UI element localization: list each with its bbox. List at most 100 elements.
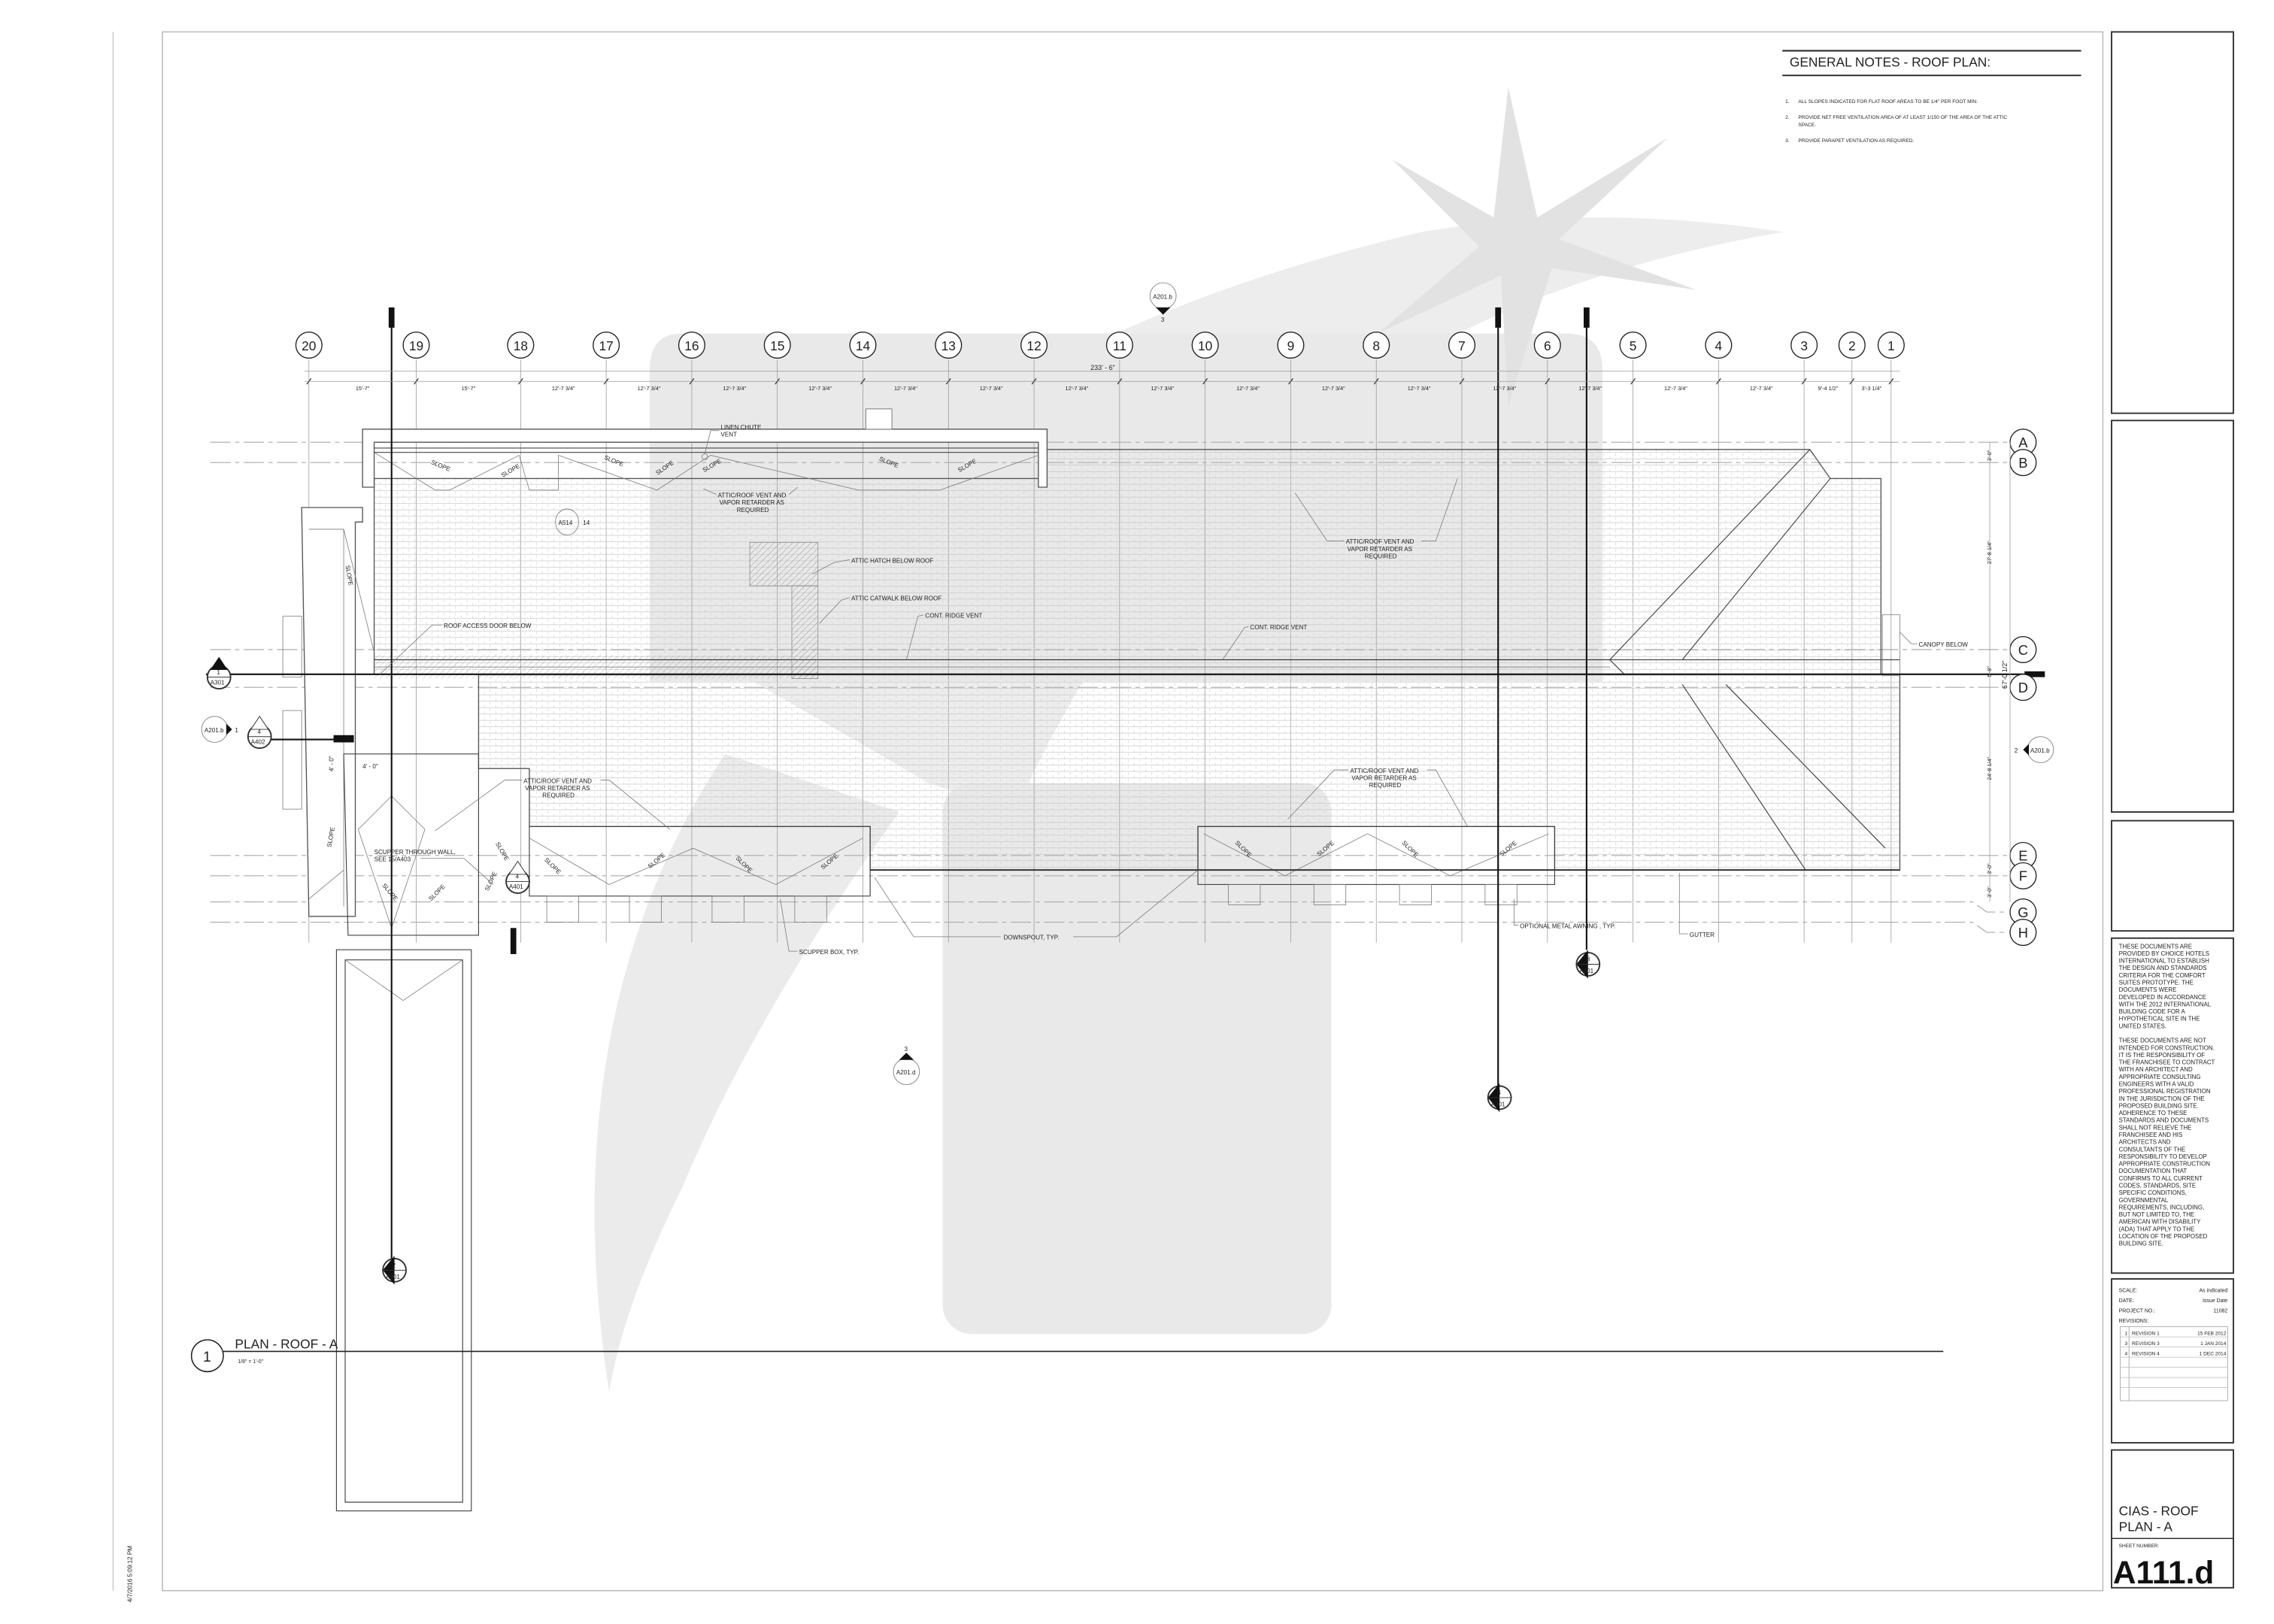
grid-bubble-label: 1 xyxy=(1887,338,1895,353)
attic-hatch xyxy=(749,541,819,586)
num: 1. xyxy=(1785,99,1790,105)
column-dimensions: 15'-7"15'-7"12'-7 3/4"12'-7 3/4"12'-7 3/… xyxy=(305,378,1900,392)
disclaimer-line: SPECIFIC CONDITIONS, xyxy=(2119,1189,2187,1196)
ridge-vent-2: CONT. RIDGE VENT xyxy=(1250,624,1307,631)
row-grid-bubble xyxy=(2009,919,2037,947)
column-dimension: 3'-3 1/4" xyxy=(1861,385,1881,392)
revision-number: 3 xyxy=(2125,1341,2128,1347)
grid-bubble-label: 7 xyxy=(1458,338,1466,353)
grid-bubble-label: 2 xyxy=(1848,338,1856,353)
disclaimer-line: PROVIDED BY CHOICE HOTELS xyxy=(2119,950,2209,957)
disclaimer-line: THE FRANCHISEE TO CONTRACT xyxy=(2119,1059,2215,1066)
row-dimension: 24'-8 1/4" xyxy=(1986,756,1993,780)
scale-value: As indicated xyxy=(2199,1288,2227,1293)
disclaimer-line: DOCUMENTATION THAT xyxy=(2119,1168,2188,1174)
text: PROVIDE NET FREE VENTILATION AREA OF AT … xyxy=(1798,115,2007,120)
grid-bubble-label: 19 xyxy=(409,338,423,353)
column-dimension: 12'-7 3/4" xyxy=(723,385,746,392)
vent-1: ATTIC/ROOF VENT AND xyxy=(718,492,787,499)
linen-chute-2: VENT xyxy=(721,432,738,438)
scupper-wall-1: SCUPPER THROUGH WALL, xyxy=(374,849,456,856)
date-value: Issue Date xyxy=(2203,1298,2227,1304)
column-dimension: 12'-7 3/4" xyxy=(1151,385,1174,392)
view-number: 1 xyxy=(203,1350,211,1365)
vent-2: VAPOR RETARDER AS xyxy=(1351,775,1417,782)
disclaimer-line: THESE DOCUMENTS ARE NOT xyxy=(2119,1038,2206,1044)
column-dimension: 12'-7 3/4" xyxy=(1493,385,1516,392)
row-grid-label: B xyxy=(2018,455,2027,471)
grid-bubble xyxy=(1191,331,1219,359)
row-overall-dimension: 67'-0 1/2" xyxy=(2001,661,2009,689)
elevation-marker-3-A201b[interactable]: A201.b3 xyxy=(1149,282,1177,323)
grid-bubble xyxy=(402,331,430,359)
column-dimension: 12'-7 3/4" xyxy=(1408,385,1431,392)
num: 1 xyxy=(235,727,238,734)
overall-dimension: 233' - 6" xyxy=(1090,364,1114,371)
column-dimension: 12'-7 3/4" xyxy=(1578,385,1602,392)
disclaimer-line: (ADA) THAT APPLY TO THE xyxy=(2119,1226,2195,1232)
grid-bubble xyxy=(1705,331,1733,359)
sheet: A301 xyxy=(386,1274,400,1280)
linen-chute-1: LINEN CHUTE xyxy=(721,424,762,431)
column-dimension: 12'-7 3/4" xyxy=(1322,385,1345,392)
column-dimension: 12'-7 3/4" xyxy=(1066,385,1089,392)
disclaimer-line: THESE DOCUMENTS ARE xyxy=(2119,943,2192,950)
num: 4 xyxy=(1497,1089,1501,1096)
disclaimer-line: APPROPRIATE CONSTRUCTION xyxy=(2119,1161,2211,1168)
disclaimer-line: CODES, STANDARDS, SITE xyxy=(2119,1183,2196,1189)
column-dimension: 12'-7 3/4" xyxy=(552,385,575,392)
grid-bubble-label: 6 xyxy=(1544,338,1551,353)
row-dimensions: 3'-0"27'-8 1/4"5'-8"24'-8 1/4"3'-0"3'-0" xyxy=(1986,442,2011,902)
sheet: A401 xyxy=(509,883,523,890)
disclaimer-line: CONSULTANTS OF THE xyxy=(2119,1146,2186,1153)
dim-4ft: 4' - 0" xyxy=(362,763,378,770)
attic-catwalk: ATTIC CATWALK BELOW ROOF xyxy=(851,595,941,601)
grid-bubble-label: 11 xyxy=(1113,338,1126,353)
grid-bubble xyxy=(1877,331,1905,359)
disclaimer-line: RESPONSIBILITY TO DEVELOP xyxy=(2119,1153,2207,1160)
disclaimer-line: INTERNATIONAL TO ESTABLISH xyxy=(2119,958,2209,965)
elevation-marker-2-A201b[interactable]: A201.b2 xyxy=(2015,736,2054,763)
disclaimer-line: SHALL NOT RELIEVE THE xyxy=(2119,1124,2192,1131)
disclaimer-line: IN THE JURISDICTION OF THE xyxy=(2119,1095,2205,1102)
revision-date: 15 FEB 2012 xyxy=(2197,1331,2227,1336)
sheet: A301 xyxy=(211,679,225,686)
grid-bubble xyxy=(593,331,620,359)
num: 2 xyxy=(393,1262,396,1269)
vent-3: REQUIRED xyxy=(1365,553,1397,560)
grid-bubble-label: 10 xyxy=(1198,338,1212,353)
awnings xyxy=(546,884,1518,923)
elevation-marker-3-A201d[interactable]: A201.d3 xyxy=(893,1046,920,1086)
disclaimer-line: DEVELOPED IN ACCORDANCE xyxy=(2119,994,2206,1001)
grid-bubble-label: 8 xyxy=(1372,338,1380,353)
detail-a514: A514 xyxy=(559,520,573,526)
column-dimension: 9'-4 1/2" xyxy=(1818,385,1839,392)
row-grid-label: H xyxy=(2018,925,2028,941)
revision-name: REVISION 4 xyxy=(2132,1351,2160,1356)
disclaimer-line: WITH AN ARCHITECT AND xyxy=(2119,1066,2193,1073)
dim-4ft: 4' - 0" xyxy=(329,756,335,771)
revision-number: 1 xyxy=(2125,1331,2128,1336)
general-notes: GENERAL NOTES - ROOF PLAN: 1. ALL SLOPES… xyxy=(1782,50,2081,144)
num: 4 xyxy=(516,874,520,880)
downspout: DOWNSPOUT, TYP. xyxy=(1004,935,1060,941)
sheet-number: A111.d xyxy=(2113,1555,2214,1590)
view-title: 1 PLAN - ROOF - A 1/8" = 1'-0" xyxy=(190,1337,1944,1373)
row-dimension: 5'-8" xyxy=(1986,666,1993,677)
grid-bubble xyxy=(1533,331,1561,359)
project-label: PROJECT NO.: xyxy=(2119,1308,2156,1313)
disclaimer-line: STANDARDS AND DOCUMENTS xyxy=(2119,1117,2209,1124)
disclaimer-line: AMERICAN WITH DISABILITY xyxy=(2119,1219,2201,1226)
row-grid-label: F xyxy=(2019,868,2027,884)
